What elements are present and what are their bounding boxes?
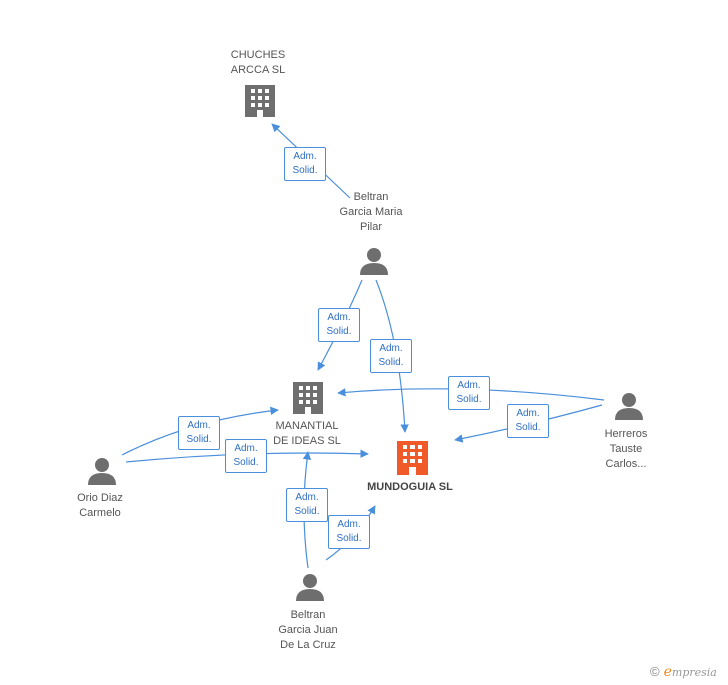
node-label-herreros[interactable]: Herreros Tauste Carlos... [604,428,648,470]
person-icon [88,458,116,485]
node-label-manantial[interactable]: MANANTIAL DE IDEAS SL [273,420,341,447]
building-icon [397,441,428,475]
person-icon [360,248,388,275]
brand-logo: e [663,664,672,680]
edge-label-herreros-mundoguia[interactable]: Adm.Solid. [507,404,549,438]
edge-label-beltran-maria-chuches[interactable]: Adm.Solid. [284,147,326,181]
node-label-orio[interactable]: Orio Diaz Carmelo [77,492,123,519]
edge-label-orio-mundoguia[interactable]: Adm.Solid. [225,439,267,473]
node-label-chuches[interactable]: CHUCHES ARCCA SL [230,49,286,76]
edge-label-beltran-juan-manantial[interactable]: Adm.Solid. [286,488,328,522]
edge-label-beltran-maria-manantial[interactable]: Adm.Solid. [318,308,360,342]
node-label-beltran-juan[interactable]: Beltran Garcia Juan De La Cruz [278,609,338,651]
brand-name: mpresia [671,666,717,679]
edge-label-beltran-maria-mundoguia[interactable]: Adm.Solid. [370,339,412,373]
building-icon [245,85,275,117]
node-label-beltran-maria[interactable]: Beltran Garcia Maria Pilar [339,191,403,233]
edge-label-orio-manantial[interactable]: Adm.Solid. [178,416,220,450]
edge-label-herreros-manantial[interactable]: Adm.Solid. [448,376,490,410]
copyright-icon: © [650,664,660,679]
person-icon [615,393,643,420]
node-label-mundoguia[interactable]: MUNDOGUIA SL [367,481,453,493]
building-icon [293,382,323,414]
copyright-notice: ©empresia [650,664,717,680]
person-icon [296,574,324,601]
edge-label-beltran-juan-mundoguia[interactable]: Adm.Solid. [328,515,370,549]
